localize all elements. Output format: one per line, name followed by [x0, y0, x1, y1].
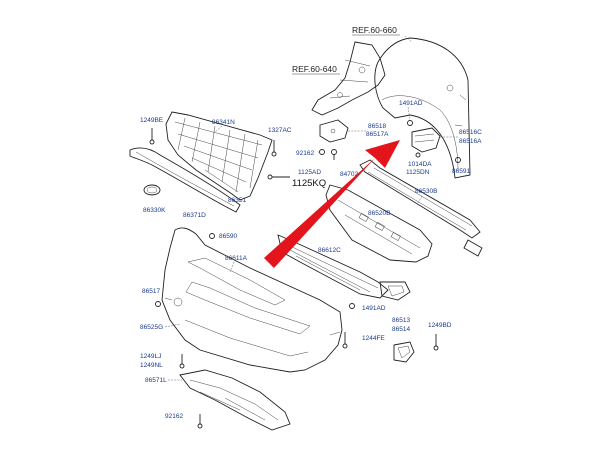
label-92162-bot: 92162 — [165, 413, 183, 420]
label-86518: 86518 — [368, 123, 386, 130]
fender-side-bracket-part — [411, 127, 441, 153]
grille-frame-part — [129, 147, 241, 213]
clip-head — [197, 423, 203, 429]
emblem-part — [143, 184, 161, 196]
label-1491AD-mid: 1491AD — [362, 305, 386, 312]
label-1249BD: 1249BD — [428, 322, 452, 329]
lower-undercover-part — [179, 369, 291, 431]
lower-grille-part — [277, 234, 411, 301]
clip-part — [155, 301, 161, 307]
bolt-head — [271, 151, 277, 157]
label-1327AC: 1327AC — [268, 127, 292, 134]
ref-label-bracket: REF.60-640 — [292, 64, 337, 74]
label-86330K: 86330K — [143, 207, 166, 214]
label-1244FE: 1244FE — [362, 335, 385, 342]
label-86516C: 86516C — [459, 129, 482, 136]
upper-bracket-part — [311, 41, 386, 116]
bolt-head — [179, 363, 185, 369]
leader-line — [404, 35, 413, 43]
leader-line — [417, 195, 423, 204]
bolt-head — [149, 139, 155, 145]
red-pointer-arrow — [264, 140, 400, 268]
label-86571L: 86571L — [145, 377, 167, 384]
label-1249BE-top: 1249BE — [140, 117, 164, 124]
label-86514: 86514 — [392, 326, 410, 333]
screw-part — [349, 303, 355, 309]
side-bracket-part — [319, 119, 349, 143]
label-1125AD: 1125AD — [298, 169, 321, 176]
tow-hook-cover-part — [393, 341, 415, 363]
bolt-head — [433, 345, 439, 351]
label-86371D: 86371D — [183, 212, 206, 219]
label-1014DA: 1014DA — [408, 161, 432, 168]
label-86516A: 86516A — [459, 138, 482, 145]
label-86513: 86513 — [392, 317, 410, 324]
label-86590: 86590 — [219, 233, 237, 240]
label-86351: 86351 — [228, 197, 246, 204]
label-1125DN: 1125DN — [406, 169, 430, 176]
screw-head — [267, 174, 273, 180]
nut-part — [415, 152, 421, 158]
label-86520B: 86520B — [368, 210, 390, 217]
screw-part — [407, 120, 413, 126]
label-86517: 86517 — [142, 288, 160, 295]
clip-part — [331, 149, 337, 160]
clip-part — [319, 149, 325, 155]
front-bumper-cover-part — [161, 227, 343, 373]
clip-part — [209, 233, 215, 239]
ref-label-fender: REF.60-660 — [352, 25, 397, 35]
label-1491AD-top: 1491AD — [399, 100, 423, 107]
label-86517A: 86517A — [366, 131, 389, 138]
label-86612C: 86612C — [318, 247, 341, 254]
label-86611A: 86611A — [225, 255, 248, 262]
leader-line — [407, 106, 411, 121]
label-84702: 84702 — [340, 171, 358, 178]
bolt-head — [342, 343, 348, 349]
label-86525G: 86525G — [140, 324, 163, 331]
radiator-grille-part — [165, 111, 273, 201]
clip-part — [455, 157, 461, 163]
fender-part — [374, 37, 471, 179]
label-86591: 86591 — [452, 168, 470, 175]
leader-line — [214, 125, 223, 133]
label-92162-top: 92162 — [296, 150, 314, 157]
leader-line — [229, 261, 235, 273]
bumper-beam-part — [359, 159, 483, 257]
label-1249LJ: 1249LJ — [140, 353, 161, 360]
label-86530B: 86530B — [415, 188, 437, 195]
energy-absorber-part — [325, 184, 433, 263]
label-1125KQ: 1125KQ — [292, 178, 326, 189]
label-86341N: 86341N — [212, 119, 235, 126]
leader-line — [164, 323, 181, 328]
label-1249NL: 1249NL — [140, 362, 163, 369]
